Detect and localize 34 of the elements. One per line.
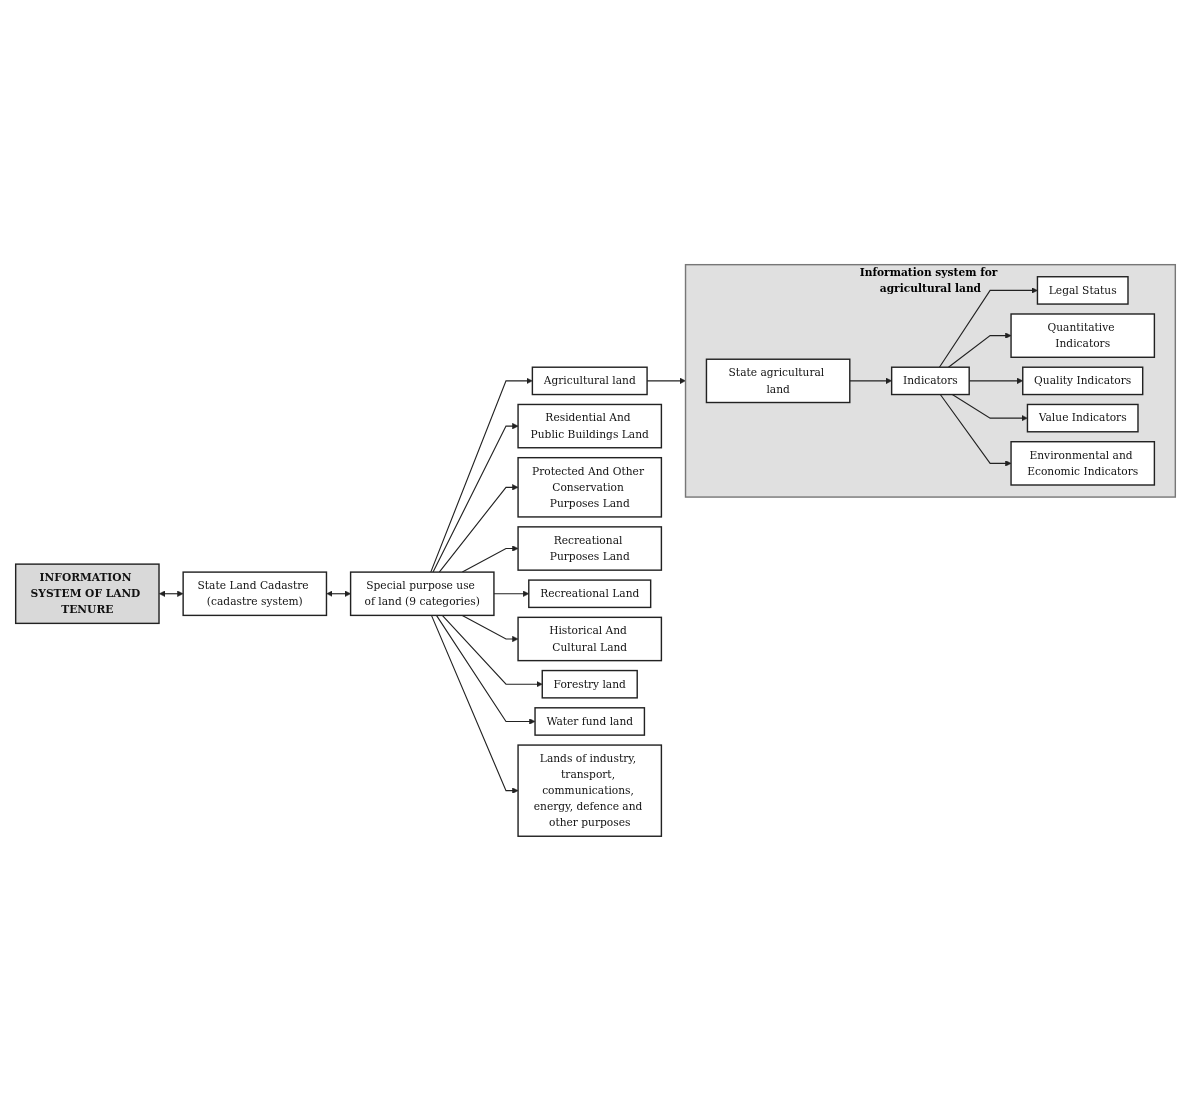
node-box: Special purpose use of land (9 categories) bbox=[349, 571, 495, 617]
node-box: Forestry land bbox=[541, 669, 638, 699]
node-box: Agricultural land bbox=[531, 366, 648, 396]
arrow bbox=[435, 614, 536, 725]
node-box: State agricultural land bbox=[705, 358, 851, 404]
arrow bbox=[432, 423, 519, 573]
arrow bbox=[461, 545, 519, 573]
node-box: Value Indicators bbox=[1026, 403, 1139, 433]
node-box: Environmental and Economic Indicators bbox=[1010, 441, 1156, 486]
arrow bbox=[939, 394, 1012, 467]
node-box: Water fund land bbox=[534, 707, 646, 736]
node-box: Indicators bbox=[890, 366, 970, 396]
arrow bbox=[947, 332, 1012, 368]
node-box: State Land Cadastre (cadastre system) bbox=[182, 571, 328, 617]
node-box: Protected And Other Conservation Purposes Land bbox=[517, 457, 663, 518]
node-box: INFORMATION SYSTEM OF LAND TENURE bbox=[14, 563, 160, 625]
node-box: Recreational Land bbox=[528, 579, 652, 609]
arrow bbox=[951, 394, 1028, 422]
node-box: Quality Indicators bbox=[1022, 366, 1144, 396]
node-box: Quantitative Indicators bbox=[1010, 313, 1156, 358]
arrow bbox=[438, 484, 519, 573]
arrow bbox=[159, 590, 184, 597]
arrow bbox=[849, 377, 892, 384]
node-box: Legal Status bbox=[1036, 276, 1129, 305]
node-box: Recreational Purposes Land bbox=[517, 526, 663, 571]
node-box: Historical And Cultural Land bbox=[517, 616, 663, 662]
node-box: Residential And Public Buildings Land bbox=[517, 403, 663, 449]
arrow bbox=[938, 287, 1038, 368]
node-box: Lands of industry, transport, communications, energy, defence and other purposes bbox=[517, 744, 663, 837]
arrow bbox=[430, 377, 533, 573]
arrow bbox=[441, 614, 543, 688]
arrow bbox=[326, 590, 351, 597]
arrow bbox=[430, 614, 519, 794]
arrow bbox=[461, 614, 519, 643]
